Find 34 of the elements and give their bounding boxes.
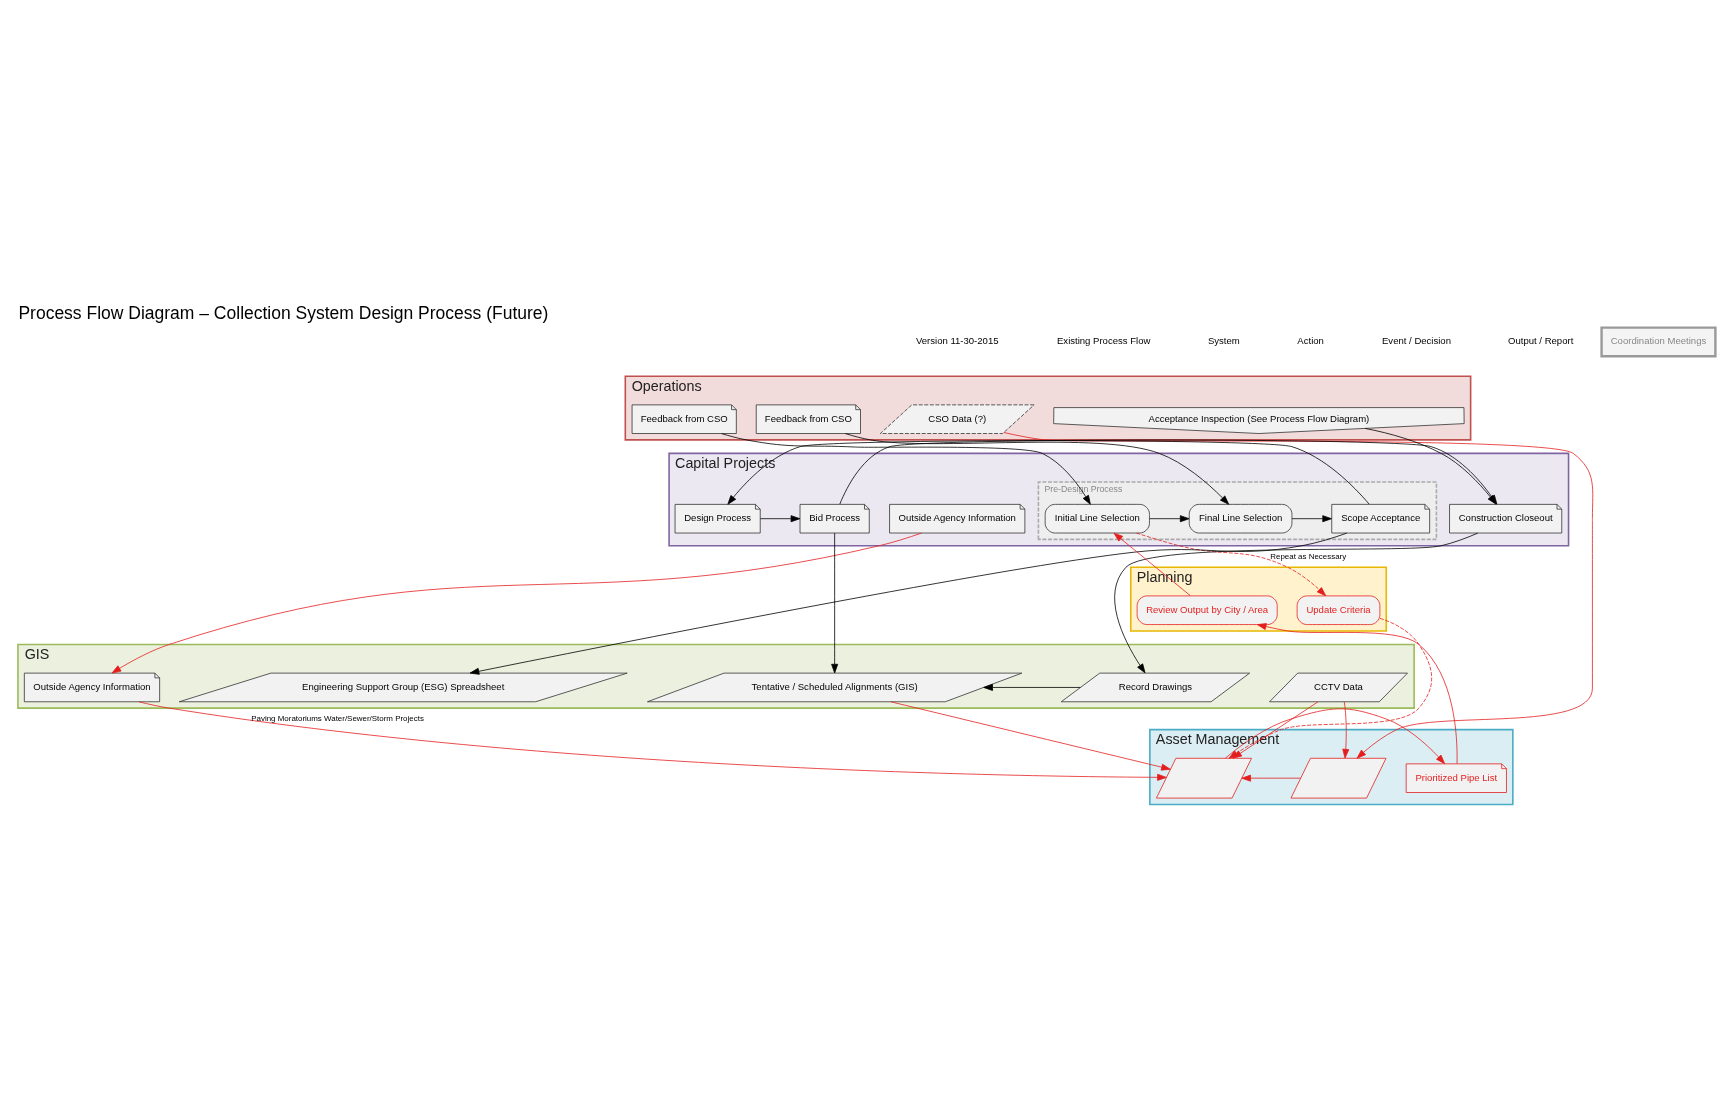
legend-label: Existing Process Flow bbox=[1056, 334, 1151, 346]
arrow bbox=[1113, 532, 1191, 596]
arrow bbox=[721, 432, 1091, 505]
arrow bbox=[1342, 700, 1350, 758]
arrow bbox=[983, 683, 1081, 691]
arrow bbox=[138, 700, 1167, 781]
arrow bbox=[1241, 774, 1301, 782]
arrow bbox=[845, 432, 1230, 505]
arrow bbox=[727, 439, 1370, 505]
node-box: Final Line Selection bbox=[1188, 503, 1293, 533]
arrow bbox=[890, 700, 1171, 771]
arrow bbox=[831, 532, 839, 673]
node-box: Coordination Meetings bbox=[1600, 325, 1717, 357]
arrow bbox=[1136, 532, 1327, 596]
arrow bbox=[1114, 532, 1479, 673]
diagram-title: Process Flow Diagram – Collection System Design Process (Future) bbox=[18, 302, 549, 323]
legend-label: Event / Decision bbox=[1382, 334, 1451, 346]
arrow bbox=[1224, 707, 1446, 764]
arrow bbox=[1256, 622, 1458, 764]
arrow bbox=[1291, 514, 1332, 522]
legend-label: Action bbox=[1297, 334, 1324, 346]
node-box: Review Output by City / Area bbox=[1136, 595, 1278, 625]
node-box: Update Criteria bbox=[1296, 595, 1381, 625]
node-parallelogram bbox=[1290, 757, 1387, 798]
arrow bbox=[1149, 514, 1190, 522]
edge-label: Paving Moratoriums Water/Sewer/Storm Projects bbox=[251, 713, 424, 723]
legend-label: System bbox=[1207, 334, 1240, 346]
label: Version 11-30-2015 bbox=[915, 334, 999, 346]
edge-label: Repeat as Necessary bbox=[1270, 550, 1347, 560]
arrow bbox=[759, 514, 801, 522]
node-box: Initial Line Selection bbox=[1044, 503, 1150, 533]
arrow bbox=[111, 532, 922, 673]
arrow bbox=[469, 532, 1348, 675]
legend-label: Output / Report bbox=[1508, 334, 1574, 346]
